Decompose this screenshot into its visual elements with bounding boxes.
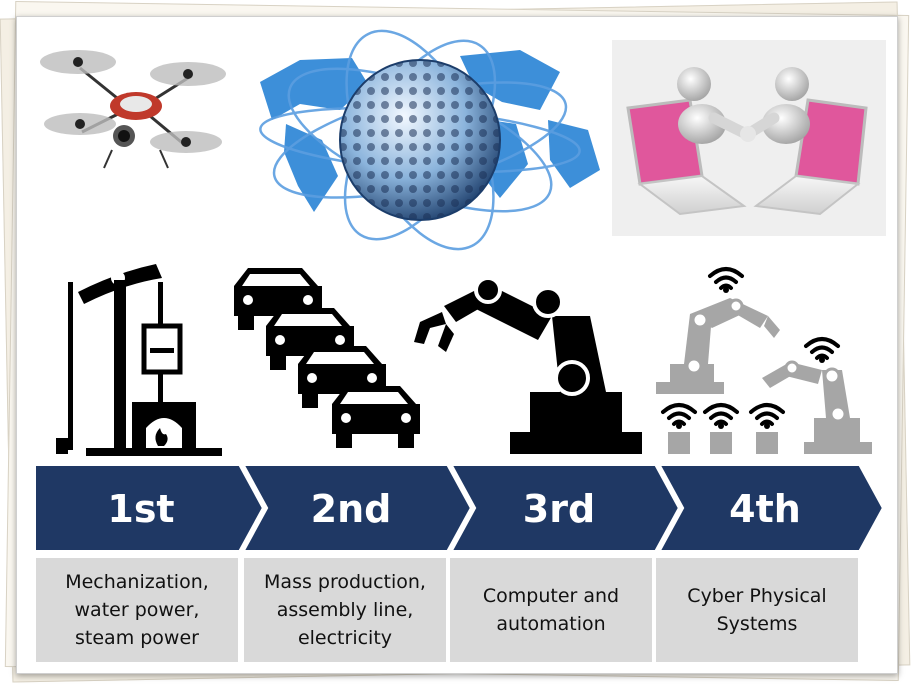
timeline-chevrons (32, 462, 887, 554)
stage-label-4th: 4th (729, 487, 801, 531)
handshake-through-laptops-icon (612, 40, 886, 236)
stage-description-3rd: Computer and automation (450, 558, 652, 662)
stage-label-2nd: 2nd (310, 487, 392, 531)
connected-robots-wifi-icon (656, 267, 872, 454)
stage-label-3rd: 3rd (522, 487, 596, 531)
quadcopter-drone-icon (40, 50, 226, 169)
car-assembly-line-icon (234, 268, 420, 448)
stage-description-4th: Cyber Physical Systems (656, 558, 858, 662)
stage-label-1st: 1st (107, 487, 175, 531)
robotic-arm-icon (414, 276, 642, 454)
network-globe-icon (259, 29, 600, 251)
chevron-4th (654, 462, 887, 554)
stage-description-2nd: Mass production, assembly line, electric… (244, 558, 446, 662)
stage-description-1st: Mechanization, water power, steam power (36, 558, 238, 662)
steam-pump-icon (56, 264, 222, 456)
